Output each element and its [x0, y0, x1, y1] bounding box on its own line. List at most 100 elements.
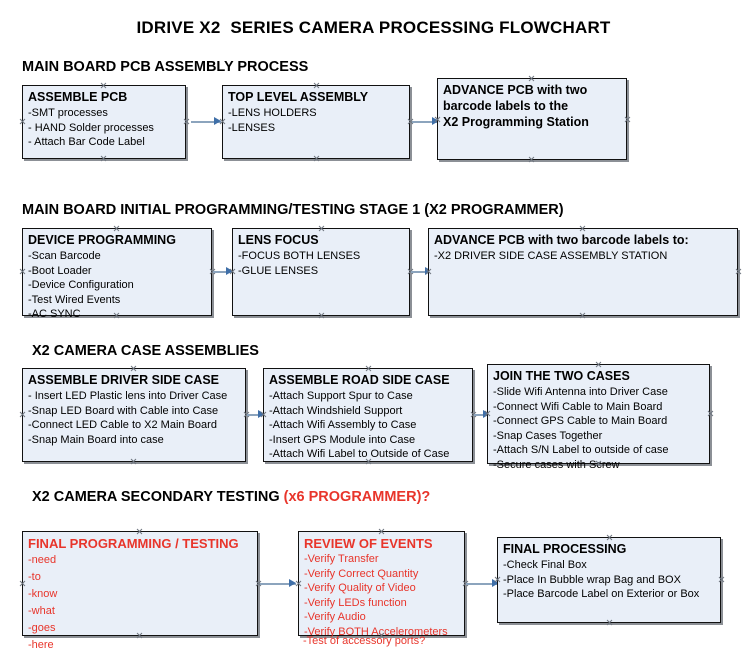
arrow-review-of-events-to-final-processing [466, 579, 499, 588]
box-line: -Connect LED Cable to X2 Main Board [28, 419, 217, 431]
arrow-shaft [260, 583, 296, 585]
box-line: - Attach Bar Code Label [28, 136, 145, 148]
page-title: IDRIVE X2 SERIES CAMERA PROCESSING FLOWC… [136, 18, 611, 37]
box-title: LENS FOCUS [238, 233, 319, 247]
box-line: -Verify Transfer [304, 553, 379, 565]
box-final-processing[interactable]: FINAL PROCESSING -Check Final Box -Place… [497, 537, 721, 623]
box-title: FINAL PROGRAMMING / TESTING [28, 536, 239, 551]
box-line: -Snap LED Board with Cable into Case [28, 404, 219, 417]
box-line: -Connect GPS Cable to Main Board [493, 415, 668, 427]
box-device-programming[interactable]: DEVICE PROGRAMMING -Scan Barcode -Boot L… [22, 228, 212, 320]
arrow-head [492, 579, 499, 587]
box-line: - HAND Solder processes [28, 121, 154, 134]
arrow-shaft [213, 271, 233, 273]
box-line: - Insert LED Plastic lens into Driver Ca… [28, 390, 228, 402]
arrow-head [483, 410, 490, 418]
box-line: -Verify LEDs function [304, 596, 407, 609]
box-line: -Check Final Box [503, 559, 587, 571]
box-title: REVIEW OF EVENTS [304, 536, 433, 551]
arrow-road-side-case-to-join-the-two-cases [474, 410, 490, 419]
box-line: -Slide Wifi Antenna into Driver Case [493, 386, 668, 398]
arrow-assemble-pcb-to-top-level-assembly [191, 117, 221, 126]
arrow-shaft [247, 414, 265, 416]
box-line: -Verify Correct Quantity [304, 567, 419, 580]
box-line: -Attach Wifi Label to Outside of Case [269, 448, 450, 460]
arrow-head [258, 410, 265, 418]
box-title: TOP LEVEL ASSEMBLY [228, 90, 369, 104]
box-line: -Verify Quality of Video [304, 582, 416, 594]
box-title: ADVANCE PCB with two [443, 83, 588, 97]
section-heading-text: X2 CAMERA CASE ASSEMBLIES [32, 343, 259, 359]
arrow-shaft [474, 414, 490, 416]
section-heading-main-board-initial-programming: MAIN BOARD INITIAL PROGRAMMING/TESTING S… [22, 202, 564, 218]
box-line: -Secure cases with Screw [493, 458, 620, 471]
box-final-programming-testing[interactable]: FINAL PROGRAMMING / TESTING -need -to -k… [22, 531, 258, 651]
box-title: ASSEMBLE PCB [28, 90, 128, 104]
box-line: -Snap Cases Together [493, 429, 603, 442]
arrow-driver-side-case-to-road-side-case [247, 410, 265, 419]
arrow-head [289, 579, 296, 587]
box-line: -Insert GPS Module into Case [269, 433, 416, 446]
box-assemble-pcb[interactable]: ASSEMBLE PCB -SMT processes - HAND Solde… [22, 85, 186, 159]
box-title: DEVICE PROGRAMMING [28, 233, 176, 247]
box-line: X2 Programming Station [443, 115, 589, 129]
section-heading-accent: (x6 PROGRAMMER)? [283, 489, 431, 505]
box-assemble-road-side-case[interactable]: ASSEMBLE ROAD SIDE CASE -Attach Support … [263, 368, 473, 462]
box-line: -Place Barcode Label on Exterior or Box [503, 588, 700, 600]
arrow-shaft [412, 121, 439, 123]
box-line: -to [28, 571, 41, 583]
box-review-of-events[interactable]: REVIEW OF EVENTS -Verify Transfer -Verif… [298, 531, 465, 638]
box-top-level-assembly[interactable]: TOP LEVEL ASSEMBLY -LENS HOLDERS -LENSES [222, 85, 410, 159]
section-heading-text: X2 CAMERA SECONDARY TESTING [32, 489, 284, 505]
box-line: -AC SYNC [28, 308, 81, 320]
box-line: -need [28, 554, 57, 566]
section-heading-text: MAIN BOARD PCB ASSEMBLY PROCESS [22, 59, 309, 75]
box-advance-pcb-driver-side-case-station[interactable]: ADVANCE PCB with two barcode labels to: … [428, 228, 738, 316]
arrow-shaft [191, 121, 221, 123]
box-line: -X2 DRIVER SIDE CASE ASSEMBLY STATION [434, 250, 668, 262]
box-line: -Verify Audio [304, 611, 366, 623]
box-title: ADVANCE PCB with two barcode labels to: [434, 233, 689, 247]
box-line: -Scan Barcode [28, 250, 101, 262]
arrow-top-level-assembly-to-advance-pcb [412, 117, 439, 126]
section-heading-x2-camera-secondary-testing: X2 CAMERA SECONDARY TESTING (x6 PROGRAMM… [32, 489, 430, 505]
box-line: -Attach Support Spur to Case [269, 390, 413, 402]
box-title: FINAL PROCESSING [503, 542, 627, 556]
box-line: -Snap Main Board into case [28, 433, 164, 446]
section-heading-main-board-pcb-assembly: MAIN BOARD PCB ASSEMBLY PROCESS [22, 59, 308, 75]
section-heading-text: MAIN BOARD INITIAL PROGRAMMING/TESTING S… [22, 202, 564, 218]
box-line: -what [28, 605, 55, 617]
box-line: -GLUE LENSES [238, 264, 319, 277]
arrow-shaft [411, 271, 432, 273]
arrow-head [214, 117, 221, 125]
box-line: -know [28, 588, 58, 600]
box-line: -FOCUS BOTH LENSES [238, 250, 361, 262]
arrow-shaft [466, 583, 499, 585]
box-join-the-two-cases[interactable]: JOIN THE TWO CASES -Slide Wifi Antenna i… [487, 364, 710, 471]
box-line: -Attach Windshield Support [269, 404, 403, 417]
box-line: -Place In Bubble wrap Bag and BOX [503, 573, 681, 586]
box-line: -Connect Wifi Cable to Main Board [493, 400, 663, 413]
box-lens-focus[interactable]: LENS FOCUS -FOCUS BOTH LENSES -GLUE LENS… [232, 228, 410, 316]
box-line: -Attach Wifi Assembly to Case [269, 419, 417, 431]
box-line: -Device Configuration [28, 279, 134, 291]
box-assemble-driver-side-case[interactable]: ASSEMBLE DRIVER SIDE CASE - Insert LED P… [22, 368, 246, 462]
box-line: barcode labels to the [443, 99, 569, 113]
box-line: -goes [28, 622, 56, 634]
box-line: -LENSES [228, 121, 276, 134]
arrow-head [226, 267, 233, 275]
box-title: ASSEMBLE ROAD SIDE CASE [269, 373, 450, 387]
box-line: -Boot Loader [28, 264, 92, 277]
box-advance-pcb-x2-programming-station[interactable]: ADVANCE PCB with two barcode labels to t… [437, 78, 627, 160]
box-line: -Attach S/N Label to outside of case [493, 444, 669, 456]
box-title: JOIN THE TWO CASES [493, 369, 630, 383]
box-line: -Verify BOTH Accelerometers [304, 625, 448, 638]
section-heading-x2-camera-case-assemblies: X2 CAMERA CASE ASSEMBLIES [32, 343, 259, 359]
box-line: -Test Wired Events [28, 293, 121, 306]
arrow-device-programming-to-lens-focus [213, 267, 233, 276]
box-line: -LENS HOLDERS [228, 107, 317, 119]
box-line: -SMT processes [28, 107, 108, 119]
box-line: -here [28, 639, 54, 651]
arrow-final-programming-to-review-of-events [260, 579, 296, 588]
